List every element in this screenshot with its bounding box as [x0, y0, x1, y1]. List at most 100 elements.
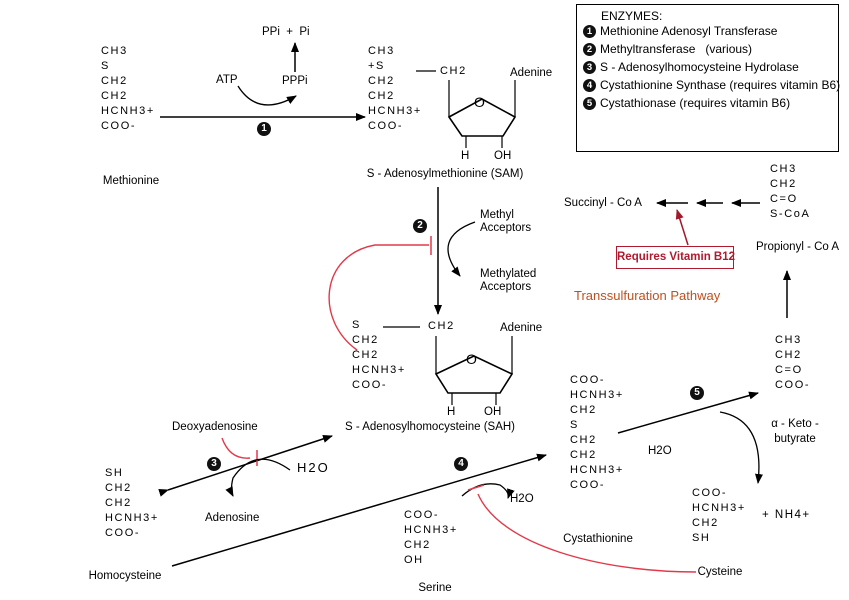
- propionyl-structure-line: S-CoA: [770, 208, 811, 220]
- homocysteine-label: Homocysteine: [88, 570, 162, 582]
- sah-ring-oh: OH: [484, 406, 502, 418]
- sam-structure-line: CH2: [368, 75, 395, 87]
- h2o-step4-label: H2O: [510, 493, 534, 505]
- legend-item-5: 5 Cystathionase (requires vitamin B6): [583, 96, 791, 111]
- methylated-acceptors-label: Methylated Acceptors: [480, 268, 537, 293]
- cysteine-inhibition-curve: [477, 493, 697, 573]
- sah-label: S - Adenosylhomocysteine (SAH): [344, 421, 516, 433]
- step-1-badge-icon: 1: [583, 25, 596, 39]
- deoxyadenosine-label: Deoxyadenosine: [172, 421, 258, 433]
- sam-ring-oh: OH: [494, 150, 512, 162]
- serine-structure-line: COO-: [404, 509, 440, 521]
- legend-item-label: S - Adenosylhomocysteine Hydrolase: [600, 60, 799, 74]
- propionyl-structure-line: CH2: [770, 178, 797, 190]
- methionine-structure-line: S: [101, 60, 110, 72]
- step-5-badge-icon: 5: [583, 97, 596, 111]
- cysteine-structure-line: CH2: [692, 517, 719, 529]
- serine-structure-line: OH: [404, 554, 424, 566]
- step-5-badge: 5: [690, 386, 704, 400]
- keto-butyrate-label: α - Keto -: [771, 418, 819, 430]
- sam-ribose-ring: [447, 98, 517, 148]
- sah-structure-line: COO-: [352, 379, 388, 391]
- step-3-badge: 3: [207, 457, 221, 471]
- arrow-homocysteine-to-cystathionine: [171, 453, 547, 567]
- deoxyadenosine-inhibition: [221, 437, 251, 459]
- step-1-badge: 1: [257, 122, 271, 136]
- serine-label: Serine: [418, 582, 452, 594]
- legend-item-3: 3 S - Adenosylhomocysteine Hydrolase: [583, 60, 799, 75]
- cystathionine-structure-line: COO-: [570, 479, 606, 491]
- step-4-badge: 4: [454, 457, 468, 471]
- homocysteine-structure-line: CH2: [105, 497, 132, 509]
- sah-adenine-label: Adenine: [500, 322, 543, 334]
- homocysteine-structure-line: SH: [105, 467, 124, 479]
- methionine-label: Methionine: [102, 175, 160, 187]
- propionyl-structure-line: C=O: [770, 193, 798, 205]
- atp-label: ATP: [216, 74, 238, 86]
- cystathionine-structure-line: HCNH3+: [570, 464, 624, 476]
- sam-structure-line: +S: [368, 60, 385, 72]
- legend-item-label: Cystathionine Synthase (requires vitamin…: [600, 78, 841, 92]
- sah-ring-h: H: [447, 406, 456, 418]
- cystathionine-structure-line: CH2: [570, 404, 597, 416]
- sah-structure-line: CH2: [352, 349, 379, 361]
- methionine-structure-line: CH2: [101, 75, 128, 87]
- keto-structure-line: C=O: [775, 364, 803, 376]
- methyl-acceptor-curve: [447, 221, 476, 277]
- homocysteine-structure-line: HCNH3+: [105, 512, 159, 524]
- sam-ring-oxygen: O: [474, 94, 485, 110]
- step-3-badge-icon: 3: [583, 61, 596, 75]
- ppi-pi-label: PPi + Pi: [262, 26, 310, 38]
- cystathionine-structure-line: S: [570, 419, 579, 431]
- arrow-cystathionine-to-keto: [617, 391, 759, 434]
- cystathionine-label: Cystathionine: [563, 533, 633, 545]
- keto-structure-line: CH3: [775, 334, 802, 346]
- serine-h2o-curve: [461, 483, 515, 499]
- serine-structure-line: CH2: [404, 539, 431, 551]
- requires-vitamin-b12-box: Requires Vitamin B12: [616, 246, 735, 269]
- methyl-acceptors-label: Methyl Acceptors: [480, 209, 532, 234]
- step-2-badge-icon: 2: [583, 43, 596, 57]
- legend-item-2: 2 Methyltransferase (various): [583, 42, 753, 57]
- methionine-structure-line: CH2: [101, 90, 128, 102]
- sam-structure-line: CH3: [368, 45, 395, 57]
- methionine-structure-line: COO-: [101, 120, 137, 132]
- sah-ch2: CH2: [428, 320, 455, 332]
- cysteine-structure-line: HCNH3+: [692, 502, 746, 514]
- transsulfuration-pathway-label: Transsulfuration Pathway: [574, 288, 721, 303]
- homocysteine-structure-line: CH2: [105, 482, 132, 494]
- legend-item-label: Methyltransferase (various): [600, 42, 753, 56]
- keto-structure-line: CH2: [775, 349, 802, 361]
- cysteine-release-curve: [719, 411, 763, 484]
- sam-structure-line: CH2: [368, 90, 395, 102]
- sah-structure-line: S: [352, 319, 361, 331]
- ammonium-label: + NH4+: [762, 509, 811, 521]
- cystathionine-structure-line: COO-: [570, 374, 606, 386]
- sam-structure-line: COO-: [368, 120, 404, 132]
- cysteine-structure-line: SH: [692, 532, 711, 544]
- sam-ch2: CH2: [440, 65, 467, 77]
- h2o-step5-label: H2O: [648, 445, 672, 457]
- cysteine-label: Cysteine: [697, 566, 743, 578]
- homocysteine-structure-line: COO-: [105, 527, 141, 539]
- b12-pointer: [675, 209, 689, 246]
- sah-structure-line: HCNH3+: [352, 364, 406, 376]
- cysteine-structure-line: COO-: [692, 487, 728, 499]
- sah-inhibition-curve: [328, 244, 429, 351]
- sah-ribose-ring: [434, 355, 514, 405]
- arrow-sah-homocysteine: [158, 435, 333, 497]
- sam-adenine-label: Adenine: [510, 67, 553, 79]
- legend-item-label: Cystathionase (requires vitamin B6): [600, 96, 791, 110]
- sam-structure-line: HCNH3+: [368, 105, 422, 117]
- h2o-adenosine-curve: [225, 458, 291, 497]
